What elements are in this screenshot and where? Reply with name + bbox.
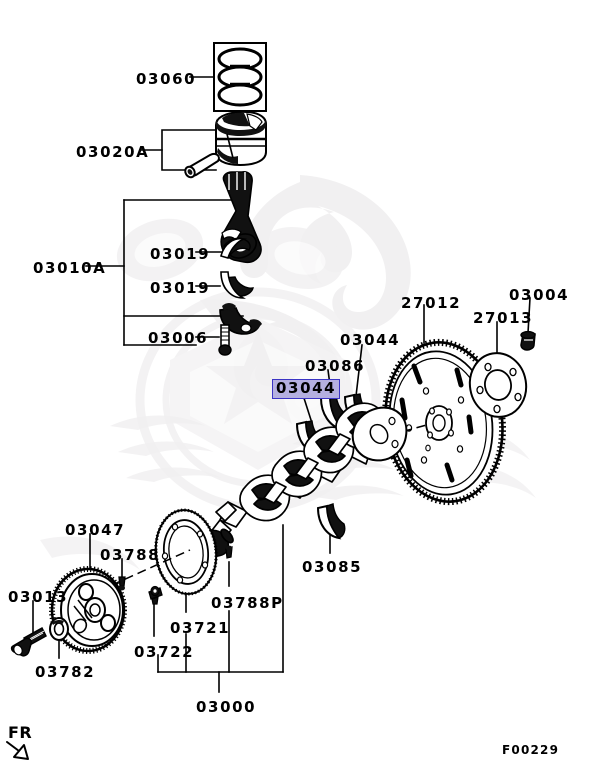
part-main-bearing-lower — [316, 503, 346, 540]
part-rod-bearing-lower — [220, 271, 254, 299]
callout-03019-lower[interactable]: 03019 — [150, 279, 211, 297]
callout-03010A[interactable]: 03010A — [33, 259, 107, 277]
part-piston-pin — [184, 152, 220, 179]
part-rod-bearing-upper — [220, 237, 251, 259]
callout-03060[interactable]: 03060 — [136, 70, 197, 88]
callout-03006[interactable]: 03006 — [148, 329, 209, 347]
orientation-label-fr: FR — [8, 723, 33, 742]
callout-27012[interactable]: 27012 — [401, 294, 462, 312]
callout-03047[interactable]: 03047 — [65, 521, 126, 539]
callout-03086[interactable]: 03086 — [305, 357, 366, 375]
callout-03004[interactable]: 03004 — [509, 286, 570, 304]
callout-03788[interactable]: 03788 — [100, 546, 161, 564]
part-piston — [215, 110, 267, 167]
part-pulley-pin — [118, 576, 126, 591]
part-crankshaft-pulley — [49, 566, 127, 654]
part-adapter-plate — [468, 352, 528, 418]
callout-03020A[interactable]: 03020A — [76, 143, 150, 161]
part-oil-seal-retainer — [154, 508, 218, 596]
part-rod-bolt — [218, 324, 232, 356]
callout-03044-upper[interactable]: 03044 — [340, 331, 401, 349]
part-dowel-pin — [225, 545, 233, 559]
callout-03788P[interactable]: 03788P — [211, 594, 284, 612]
diagram-code: F00229 — [502, 743, 560, 757]
part-rod-cap — [219, 303, 262, 335]
callout-03782[interactable]: 03782 — [35, 663, 96, 681]
part-retainer-bolt — [148, 585, 163, 605]
callout-03721[interactable]: 03721 — [170, 619, 231, 637]
part-piston-ring-set — [213, 42, 267, 112]
callout-03013[interactable]: 03013 — [8, 588, 69, 606]
part-crank-bolt — [10, 626, 47, 657]
part-flywheel-bolt — [520, 330, 536, 351]
front-direction-arrow-icon — [6, 741, 29, 760]
callout-03019-upper[interactable]: 03019 — [150, 245, 211, 263]
callout-03000[interactable]: 03000 — [196, 698, 257, 716]
callout-03085[interactable]: 03085 — [302, 558, 363, 576]
callout-03722[interactable]: 03722 — [134, 643, 195, 661]
callout-03044-selected[interactable]: 03044 — [272, 379, 341, 399]
callout-27013[interactable]: 27013 — [473, 309, 534, 327]
part-crank-washer — [49, 617, 69, 641]
